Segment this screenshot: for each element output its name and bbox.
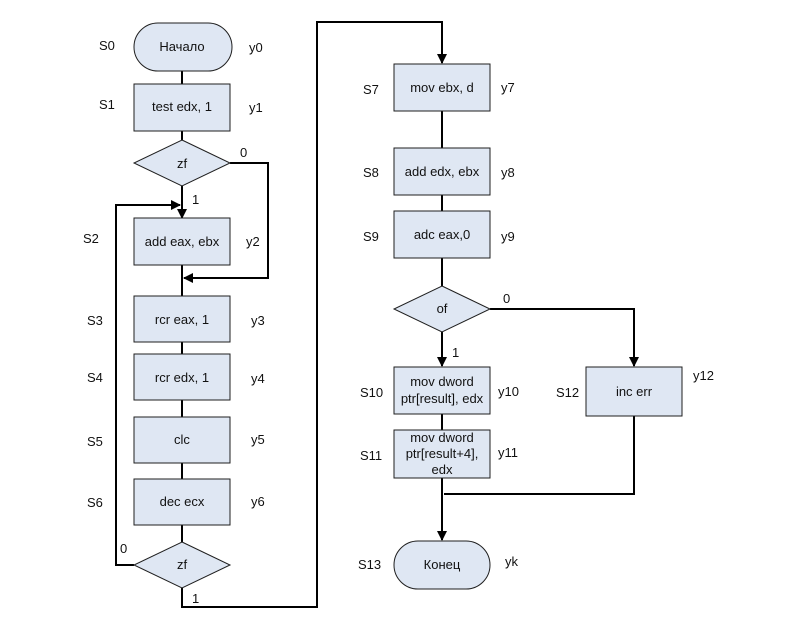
edge-d2-true [181,21,447,608]
block-n6 [133,478,231,526]
edge-n12-merge [444,416,635,495]
start-terminal [133,22,233,72]
output-y10: y10 [498,384,519,399]
decision-d2 [132,541,232,589]
block-n9 [393,210,491,259]
n5-label: clc [174,432,190,447]
branch-d2-true: 1 [192,591,199,606]
output-y11: y11 [498,445,518,460]
state-s11: S11 [360,448,382,463]
n10-label-line2: ptr[result], edx [401,391,484,406]
block-n7 [393,63,491,112]
block-n10 [393,366,491,415]
n11-label-line2: ptr[result+4], [406,446,479,461]
branch-d3-false: 0 [503,291,510,306]
state-s2: S2 [83,231,99,246]
shape-labels: Начало test edx, 1 zf add eax, ebx rcr e… [145,39,653,572]
n1-label: test edx, 1 [152,99,212,114]
branch-d1-true: 1 [192,192,199,207]
state-s6: S6 [87,495,103,510]
output-y8: y8 [501,165,515,180]
output-y12: y12 [693,368,714,383]
n7-label: mov ebx, d [410,80,474,95]
block-n2 [133,217,231,266]
state-s9: S9 [363,229,379,244]
n2-label: add eax, ebx [145,234,220,249]
output-y0: y0 [249,40,263,55]
output-y1: y1 [249,100,263,115]
n10-label-line1: mov dword [410,374,474,389]
output-yk: yk [505,554,519,569]
decision-d3 [392,285,492,333]
state-s1: S1 [99,97,115,112]
block-n8 [393,147,491,196]
edge-d1-false [183,162,269,283]
state-s0: S0 [99,38,115,53]
n4-label: rcr edx, 1 [155,370,209,385]
branch-labels: 0 1 0 1 0 1 [120,145,510,606]
n6-label: dec ecx [160,494,205,509]
connectors [115,21,639,608]
output-y7: y7 [501,80,515,95]
edge-d3-false [490,308,639,367]
state-s3: S3 [87,313,103,328]
n11-label-line1: mov dword [410,430,474,445]
start-label: Начало [159,39,204,54]
output-y4: y4 [251,371,265,386]
block-n1 [133,83,231,132]
end-terminal [393,540,491,590]
state-s13: S13 [358,557,381,572]
state-s5: S5 [87,434,103,449]
n9-label: adc eax,0 [414,227,470,242]
d2-label: zf [177,557,188,572]
edge-d2-false-loop [115,200,181,566]
branch-d3-true: 1 [452,345,459,360]
block-n11 [393,429,491,479]
state-s10: S10 [360,385,383,400]
end-label: Конец [424,557,461,572]
block-n4 [133,353,231,401]
state-s8: S8 [363,165,379,180]
state-s12: S12 [556,385,579,400]
block-n3 [133,295,231,343]
state-s7: S7 [363,82,379,97]
n11-label-line3: edx [432,462,453,477]
d3-label: of [437,301,448,316]
output-y2: y2 [246,234,260,249]
state-labels: S0 S1 S2 S3 S4 S5 S6 S7 S8 S9 S10 S11 S1… [83,38,579,572]
n3-label: rcr eax, 1 [155,312,209,327]
block-n12 [585,366,683,417]
block-n5 [133,416,231,464]
n8-label: add edx, ebx [405,164,480,179]
decision-d1 [132,139,232,187]
output-labels: y0 y1 y2 y3 y4 y5 y6 y7 y8 y9 y10 y11 y1… [246,40,714,569]
shapes [132,22,683,590]
output-y6: y6 [251,494,265,509]
output-y3: y3 [251,313,265,328]
output-y5: y5 [251,432,265,447]
d1-label: zf [177,156,188,171]
state-s4: S4 [87,370,103,385]
output-y9: y9 [501,229,515,244]
n12-label: inc err [616,384,653,399]
branch-d2-false: 0 [120,541,127,556]
branch-d1-false: 0 [240,145,247,160]
